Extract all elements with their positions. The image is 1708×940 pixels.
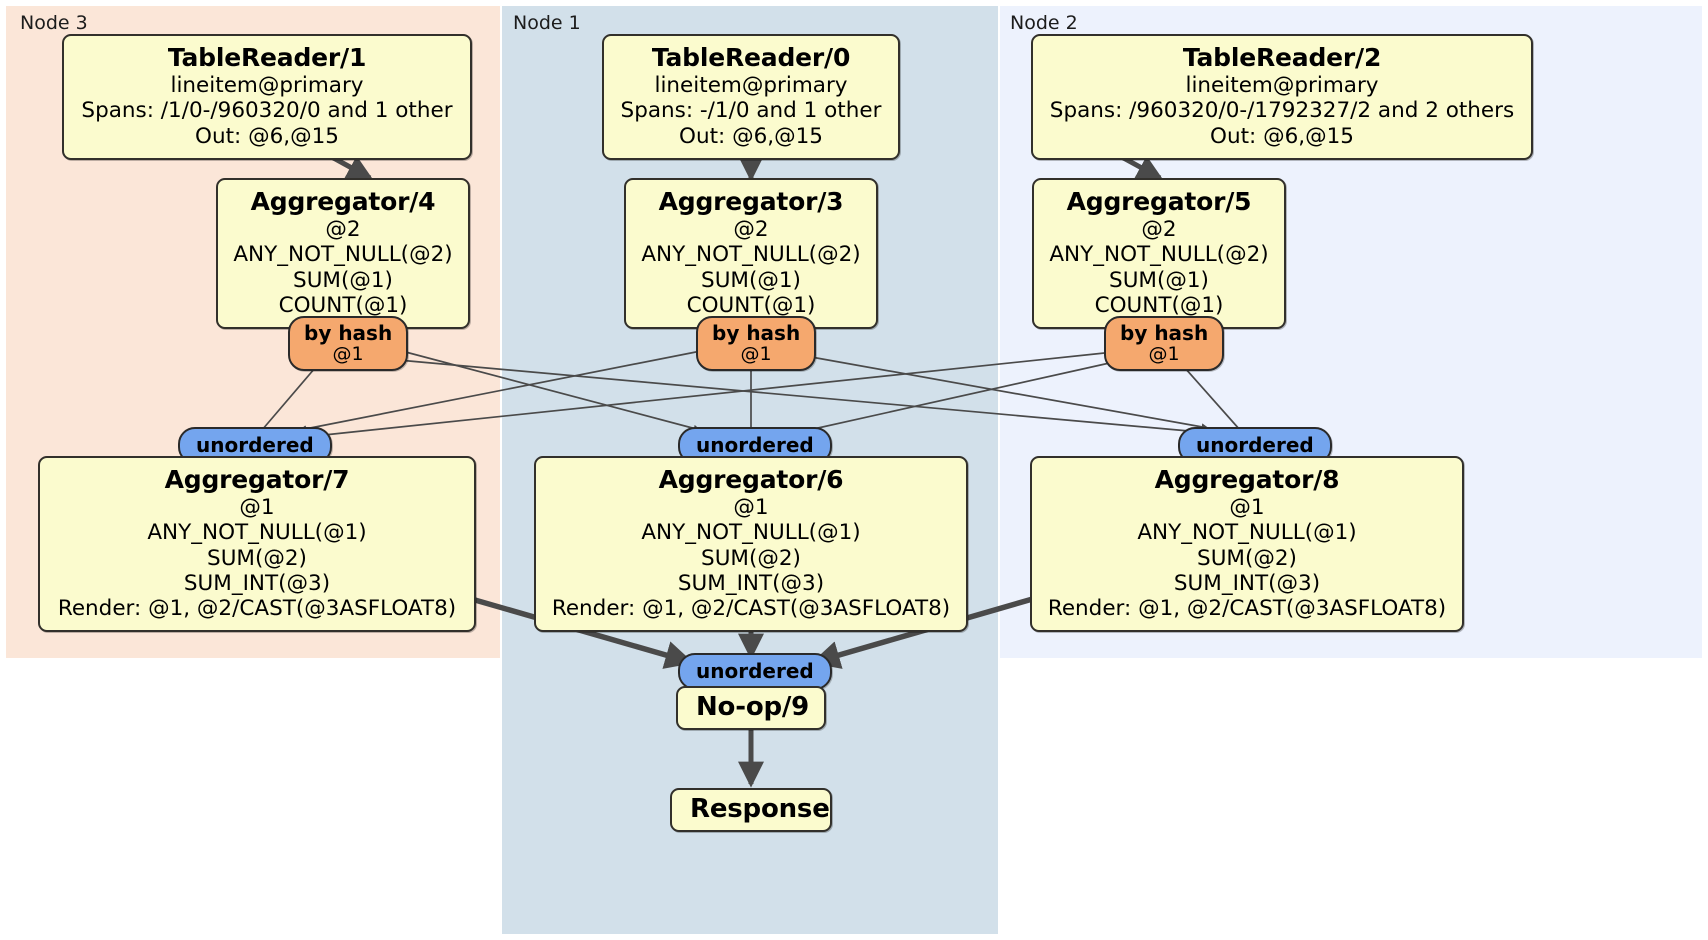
router-title: unordered [696, 433, 814, 457]
processor-title: TableReader/2 [1182, 43, 1382, 72]
processor-detail-line: SUM(@2) [1197, 545, 1297, 571]
processor-aggregator-6[interactable]: Aggregator/6 @1 ANY_NOT_NULL(@1) SUM(@2)… [534, 456, 968, 632]
processor-detail-line: Out: @6,@15 [195, 123, 339, 149]
processor-detail-line: Spans: /960320/0-/1792327/2 and 2 others [1049, 98, 1515, 124]
processor-noop-9[interactable]: No-op/9 [676, 686, 826, 731]
processor-detail-line: @2 [325, 217, 361, 243]
processor-detail-line: ANY_NOT_NULL(@2) [233, 242, 453, 268]
router-title: unordered [196, 433, 314, 457]
processor-detail-line: Spans: -/1/0 and 1 other [620, 98, 882, 124]
processor-title: Response [690, 794, 830, 824]
processor-aggregator-4[interactable]: Aggregator/4 @2 ANY_NOT_NULL(@2) SUM(@1)… [216, 178, 470, 329]
processor-detail-line: COUNT(@1) [278, 292, 408, 318]
router-title: by hash [304, 321, 393, 345]
processor-render-line: Render: @1, @2/CAST(@3ASFLOAT8) [1047, 595, 1447, 621]
processor-detail-line: SUM_INT(@3) [1173, 570, 1321, 596]
router-by-hash-left[interactable]: by hash @1 [288, 316, 409, 371]
processor-table-reader-1[interactable]: TableReader/1 lineitem@primary Spans: /1… [62, 34, 472, 160]
processor-detail-line: lineitem@primary [1185, 73, 1379, 99]
processor-render-line: Render: @1, @2/CAST(@3ASFLOAT8) [551, 595, 951, 621]
processor-detail-line: Out: @6,@15 [679, 123, 823, 149]
router-subtitle: @1 [1148, 343, 1180, 365]
router-subtitle: @1 [740, 343, 772, 365]
processor-detail-line: Out: @6,@15 [1210, 123, 1354, 149]
processor-detail-line: ANY_NOT_NULL(@1) [1137, 520, 1357, 546]
processor-detail-line: SUM(@1) [1109, 267, 1209, 293]
processor-detail-line: ANY_NOT_NULL(@2) [641, 242, 861, 268]
processor-aggregator-3[interactable]: Aggregator/3 @2 ANY_NOT_NULL(@2) SUM(@1)… [624, 178, 878, 329]
processor-title: TableReader/1 [167, 43, 367, 72]
processor-detail-line: SUM_INT(@3) [183, 570, 331, 596]
node-label-node2: Node 2 [1010, 12, 1078, 34]
processor-detail-line: SUM(@2) [701, 545, 801, 571]
processor-render-line: Render: @1, @2/CAST(@3ASFLOAT8) [57, 595, 457, 621]
router-unordered-final[interactable]: unordered [678, 653, 832, 690]
processor-detail-line: Spans: /1/0-/960320/0 and 1 other [81, 98, 453, 124]
processor-title: Aggregator/4 [250, 187, 436, 216]
router-title: by hash [1120, 321, 1209, 345]
node-label-node1: Node 1 [513, 12, 581, 34]
processor-detail-line: @1 [1229, 495, 1265, 521]
processor-title: Aggregator/5 [1066, 187, 1252, 216]
processor-title: TableReader/0 [651, 43, 851, 72]
processor-aggregator-8[interactable]: Aggregator/8 @1 ANY_NOT_NULL(@1) SUM(@2)… [1030, 456, 1464, 632]
processor-table-reader-0[interactable]: TableReader/0 lineitem@primary Spans: -/… [602, 34, 900, 160]
processor-detail-line: @1 [733, 495, 769, 521]
processor-table-reader-2[interactable]: TableReader/2 lineitem@primary Spans: /9… [1031, 34, 1533, 160]
processor-title: No-op/9 [696, 692, 810, 722]
router-by-hash-center[interactable]: by hash @1 [696, 316, 817, 371]
processor-aggregator-7[interactable]: Aggregator/7 @1 ANY_NOT_NULL(@1) SUM(@2)… [38, 456, 476, 632]
processor-title: Aggregator/6 [658, 465, 844, 494]
processor-detail-line: SUM_INT(@3) [677, 570, 825, 596]
router-title: by hash [712, 321, 801, 345]
processor-detail-line: COUNT(@1) [1094, 292, 1224, 318]
router-title: unordered [696, 659, 814, 683]
processor-detail-line: ANY_NOT_NULL(@1) [147, 520, 367, 546]
processor-title: Aggregator/7 [164, 465, 350, 494]
processor-detail-line: ANY_NOT_NULL(@1) [641, 520, 861, 546]
processor-detail-line: SUM(@1) [701, 267, 801, 293]
processor-detail-line: @2 [733, 217, 769, 243]
processor-title: Aggregator/3 [658, 187, 844, 216]
processor-title: Aggregator/8 [1154, 465, 1340, 494]
processor-response[interactable]: Response [670, 788, 832, 833]
router-subtitle: @1 [332, 343, 364, 365]
processor-detail-line: ANY_NOT_NULL(@2) [1049, 242, 1269, 268]
processor-detail-line: @2 [1141, 217, 1177, 243]
processor-detail-line: lineitem@primary [170, 73, 364, 99]
node-label-node3: Node 3 [20, 12, 88, 34]
processor-detail-line: COUNT(@1) [686, 292, 816, 318]
router-by-hash-right[interactable]: by hash @1 [1104, 316, 1225, 371]
processor-detail-line: SUM(@1) [293, 267, 393, 293]
processor-detail-line: @1 [239, 495, 275, 521]
processor-detail-line: SUM(@2) [207, 545, 307, 571]
processor-detail-line: lineitem@primary [654, 73, 848, 99]
router-title: unordered [1196, 433, 1314, 457]
processor-aggregator-5[interactable]: Aggregator/5 @2 ANY_NOT_NULL(@2) SUM(@1)… [1032, 178, 1286, 329]
